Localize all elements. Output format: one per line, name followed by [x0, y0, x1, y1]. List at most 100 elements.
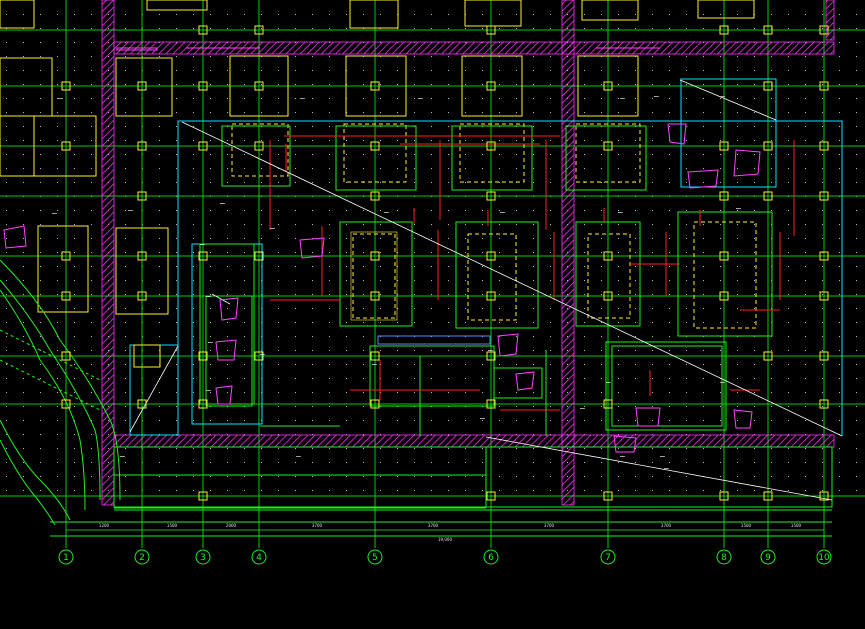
- grid-dot: [278, 294, 279, 295]
- grid-dot: [414, 266, 415, 267]
- grid-dot: [210, 98, 211, 99]
- grid-dot: [601, 336, 602, 337]
- grid-dot: [6, 336, 7, 337]
- grid-dot: [91, 294, 92, 295]
- grid-dot: [397, 420, 398, 421]
- grid-dot: [448, 280, 449, 281]
- grid-dot: [6, 140, 7, 141]
- grid-dot: [754, 490, 755, 491]
- grid-dot: [6, 294, 7, 295]
- grid-dot: [618, 350, 619, 351]
- grid-dot: [193, 84, 194, 85]
- grid-dot: [74, 434, 75, 435]
- grid-dot: [601, 140, 602, 141]
- grid-dot: [6, 448, 7, 449]
- grid-dot: [652, 252, 653, 253]
- grid-dot: [159, 126, 160, 127]
- grid-dot: [295, 252, 296, 253]
- grid-dot: [6, 56, 7, 57]
- grid-dot: [210, 322, 211, 323]
- grid-dot: [533, 98, 534, 99]
- grid-dot: [618, 168, 619, 169]
- svg-text:2000: 2000: [226, 523, 237, 528]
- grid-dot: [856, 476, 857, 477]
- grid-dot: [584, 112, 585, 113]
- grid-dot: [40, 224, 41, 225]
- grid-dot: [499, 294, 500, 295]
- axis-label: 3: [200, 553, 206, 563]
- grid-dot: [669, 14, 670, 15]
- grid-dot: [244, 70, 245, 71]
- grid-dot: [669, 350, 670, 351]
- grid-dot: [822, 56, 823, 57]
- grid-dot: [57, 448, 58, 449]
- grid-dot: [329, 266, 330, 267]
- grid-dot: [431, 98, 432, 99]
- grid-dot: [431, 252, 432, 253]
- grid-dot: [346, 28, 347, 29]
- grid-dot: [499, 154, 500, 155]
- grid-dot: [329, 84, 330, 85]
- grid-dot: [618, 420, 619, 421]
- grid-dot: [550, 70, 551, 71]
- grid-dot: [40, 56, 41, 57]
- grid-dot: [210, 224, 211, 225]
- grid-dot: [6, 84, 7, 85]
- grid-dot: [176, 84, 177, 85]
- grid-dot: [805, 14, 806, 15]
- grid-dot: [91, 378, 92, 379]
- grid-dot: [618, 140, 619, 141]
- grid-dot: [550, 266, 551, 267]
- grid-dot: [856, 364, 857, 365]
- grid-dot: [57, 126, 58, 127]
- annotation-text: ━━: [605, 380, 611, 385]
- grid-dot: [448, 322, 449, 323]
- grid-dot: [448, 476, 449, 477]
- grid-dot: [601, 448, 602, 449]
- grid-dot: [40, 252, 41, 253]
- grid-dot: [295, 224, 296, 225]
- grid-dot: [414, 476, 415, 477]
- grid-dot: [788, 140, 789, 141]
- grid-dot: [839, 308, 840, 309]
- grid-dot: [414, 140, 415, 141]
- grid-dot: [261, 70, 262, 71]
- grid-dot: [618, 266, 619, 267]
- grid-dot: [601, 168, 602, 169]
- grid-dot: [74, 42, 75, 43]
- grid-dot: [227, 266, 228, 267]
- grid-dot: [176, 112, 177, 113]
- grid-dot: [125, 98, 126, 99]
- grid-dot: [74, 476, 75, 477]
- grid-dot: [176, 490, 177, 491]
- grid-dot: [669, 56, 670, 57]
- grid-dot: [788, 294, 789, 295]
- grid-dot: [210, 14, 211, 15]
- grid-dot: [482, 266, 483, 267]
- grid-dot: [159, 462, 160, 463]
- grid-dot: [244, 182, 245, 183]
- grid-dot: [499, 490, 500, 491]
- grid-dot: [176, 294, 177, 295]
- grid-dot: [414, 84, 415, 85]
- grid-dot: [40, 364, 41, 365]
- grid-dot: [210, 238, 211, 239]
- grid-dot: [465, 392, 466, 393]
- grid-dot: [652, 420, 653, 421]
- grid-dot: [6, 462, 7, 463]
- grid-dot: [771, 392, 772, 393]
- grid-dot: [125, 238, 126, 239]
- grid-dot: [635, 462, 636, 463]
- grid-dot: [125, 350, 126, 351]
- grid-dot: [550, 56, 551, 57]
- grid-dot: [856, 308, 857, 309]
- grid-dot: [261, 182, 262, 183]
- grid-dot: [312, 168, 313, 169]
- grid-dot: [686, 84, 687, 85]
- grid-dot: [550, 420, 551, 421]
- grid-dot: [346, 420, 347, 421]
- grid-dot: [312, 126, 313, 127]
- grid-dot: [380, 112, 381, 113]
- grid-dot: [312, 392, 313, 393]
